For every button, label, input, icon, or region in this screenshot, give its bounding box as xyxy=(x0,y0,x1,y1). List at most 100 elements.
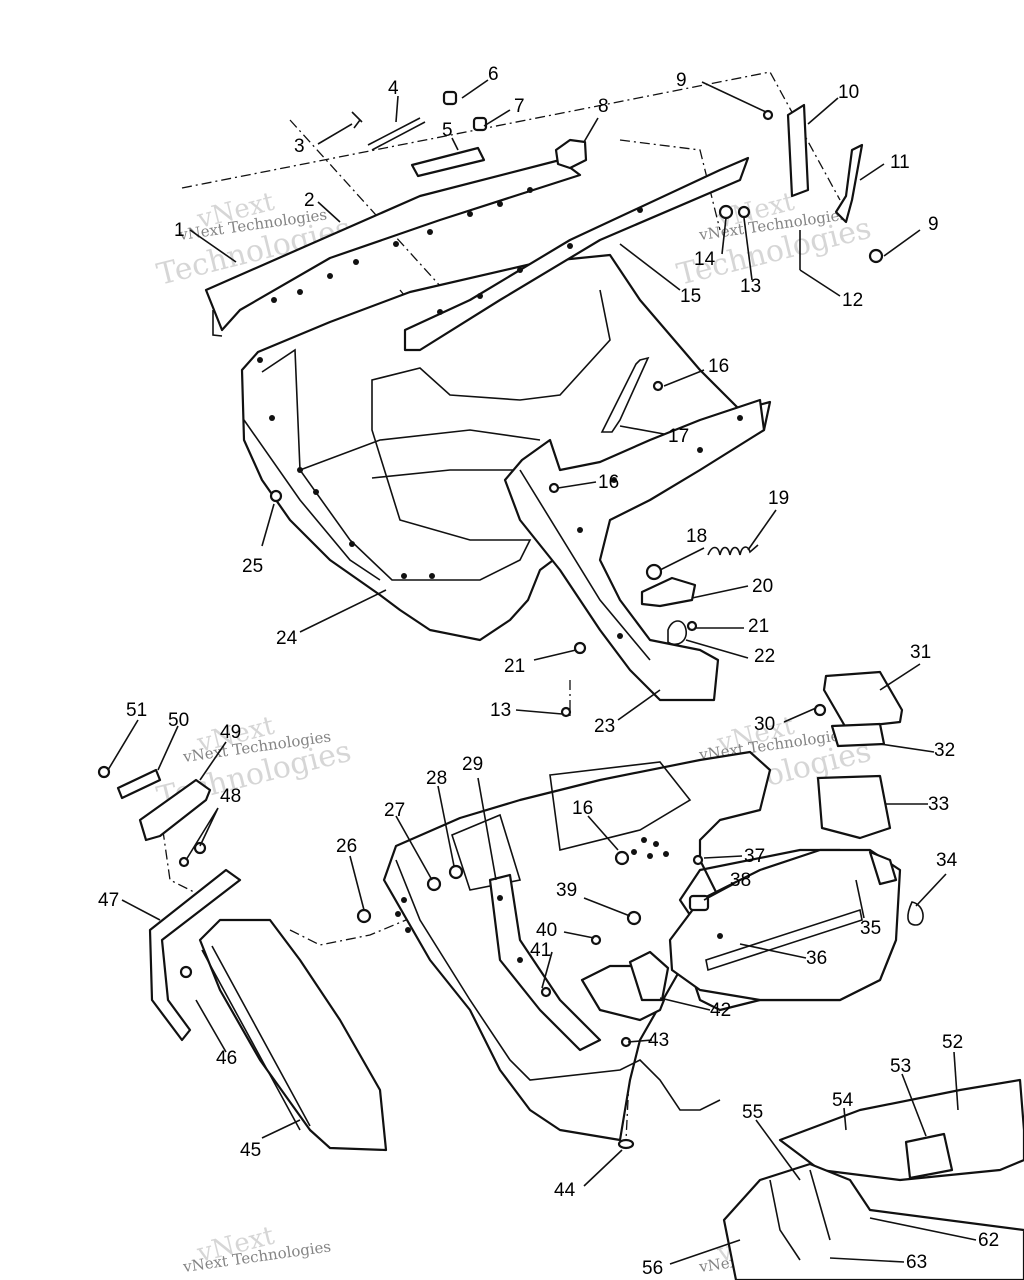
fastener xyxy=(269,90,884,718)
callout-11: 11 xyxy=(890,152,910,173)
callout-24: 24 xyxy=(276,628,298,649)
callout-48: 48 xyxy=(220,786,241,807)
callout-42: 42 xyxy=(710,1000,731,1021)
lower-assembly xyxy=(97,670,924,1152)
panel-edge xyxy=(519,469,651,661)
callout-9a: 9 xyxy=(676,70,687,91)
mount-holes xyxy=(395,837,723,963)
callout-3: 3 xyxy=(294,136,305,157)
callout-36: 36 xyxy=(806,948,827,969)
lid-cover xyxy=(822,670,904,730)
callout-37: 37 xyxy=(744,846,765,867)
callout-15: 15 xyxy=(680,286,701,307)
callout-20: 20 xyxy=(752,576,773,597)
callout-16b: 16 xyxy=(598,472,619,493)
assembly-line xyxy=(625,1059,631,1141)
callout-30: 30 xyxy=(754,714,775,735)
support-arm xyxy=(834,143,864,224)
brace-bar xyxy=(403,156,750,352)
seat-crease xyxy=(371,469,520,479)
callout-14: 14 xyxy=(694,249,716,270)
callout-28: 28 xyxy=(426,768,447,789)
callout-6: 6 xyxy=(488,64,499,85)
callout-27: 27 xyxy=(384,800,405,821)
callout-25: 25 xyxy=(242,556,263,577)
seat-well xyxy=(261,289,611,581)
callout-23: 23 xyxy=(594,716,615,737)
callout-54: 54 xyxy=(832,1090,854,1111)
seat-panel xyxy=(549,761,692,851)
callout-2: 2 xyxy=(304,190,315,211)
callout-18: 18 xyxy=(686,526,707,547)
leader-lines xyxy=(107,79,977,1265)
callout-29: 29 xyxy=(462,754,483,775)
callout-55: 55 xyxy=(742,1102,763,1123)
callout-8: 8 xyxy=(598,96,609,117)
vertical-brace xyxy=(488,873,602,1052)
callout-22: 22 xyxy=(754,646,775,667)
callout-56: 56 xyxy=(642,1258,663,1279)
callout-31: 31 xyxy=(910,642,931,663)
assembly-line xyxy=(619,139,721,231)
callout-62: 62 xyxy=(978,1230,999,1251)
bracket-strap xyxy=(600,356,650,433)
callout-52: 52 xyxy=(942,1032,963,1053)
callout-21a: 21 xyxy=(748,616,769,637)
hinge-block xyxy=(628,950,670,1002)
callout-12: 12 xyxy=(842,290,863,311)
callout-16a: 16 xyxy=(708,356,729,377)
callout-41: 41 xyxy=(530,940,551,961)
callout-4: 4 xyxy=(388,78,399,99)
callout-44: 44 xyxy=(554,1180,576,1201)
callout-19: 19 xyxy=(768,488,789,509)
body-edge xyxy=(395,859,721,1111)
callout-45: 45 xyxy=(240,1140,261,1161)
callout-33: 33 xyxy=(928,794,949,815)
callouts: 1 2 3 4 5 6 7 8 9 9 10 11 12 13 13 14 15… xyxy=(98,64,999,1279)
callout-32: 32 xyxy=(934,740,955,761)
clip-pin xyxy=(367,117,426,151)
hinge-arm xyxy=(786,103,810,198)
callout-21b: 21 xyxy=(504,656,525,677)
callout-39: 39 xyxy=(556,880,577,901)
callout-43: 43 xyxy=(648,1030,669,1051)
callout-50: 50 xyxy=(168,710,189,731)
callout-17: 17 xyxy=(668,426,689,447)
callout-10: 10 xyxy=(838,82,859,103)
seat-back xyxy=(722,1162,1024,1280)
cover-plate xyxy=(904,1132,954,1180)
bottom-assembly xyxy=(722,1078,1024,1280)
small-bracket xyxy=(116,768,162,800)
callout-13b: 13 xyxy=(490,700,511,721)
upper-assembly xyxy=(181,71,884,720)
callout-53: 53 xyxy=(890,1056,911,1077)
mount-bracket xyxy=(640,576,697,608)
lid-pad xyxy=(830,722,886,748)
seat-panel xyxy=(451,813,522,891)
body-edge xyxy=(243,419,381,581)
callout-1: 1 xyxy=(174,220,185,241)
fastener xyxy=(97,703,924,1150)
lid-box xyxy=(816,774,892,840)
callout-35: 35 xyxy=(860,918,881,939)
callout-7: 7 xyxy=(514,96,525,117)
front-right-panel xyxy=(503,398,766,702)
mount-holes xyxy=(257,187,743,639)
callout-34: 34 xyxy=(936,850,958,871)
tray-bracket xyxy=(868,850,898,886)
top-rail xyxy=(204,158,582,332)
callout-47: 47 xyxy=(98,890,119,911)
side-grille xyxy=(201,945,311,1131)
callout-51: 51 xyxy=(126,700,147,721)
callout-40: 40 xyxy=(536,920,557,941)
seat-crease xyxy=(299,429,541,471)
callout-49: 49 xyxy=(220,722,241,743)
side-rail xyxy=(148,868,242,1042)
rail-bracket xyxy=(212,310,223,337)
side-panel-front xyxy=(198,918,388,1152)
callout-38: 38 xyxy=(730,870,751,891)
upper-bracket xyxy=(138,778,212,842)
seat-seam xyxy=(769,1169,831,1261)
callout-63: 63 xyxy=(906,1252,927,1273)
callout-16c: 16 xyxy=(572,798,593,819)
